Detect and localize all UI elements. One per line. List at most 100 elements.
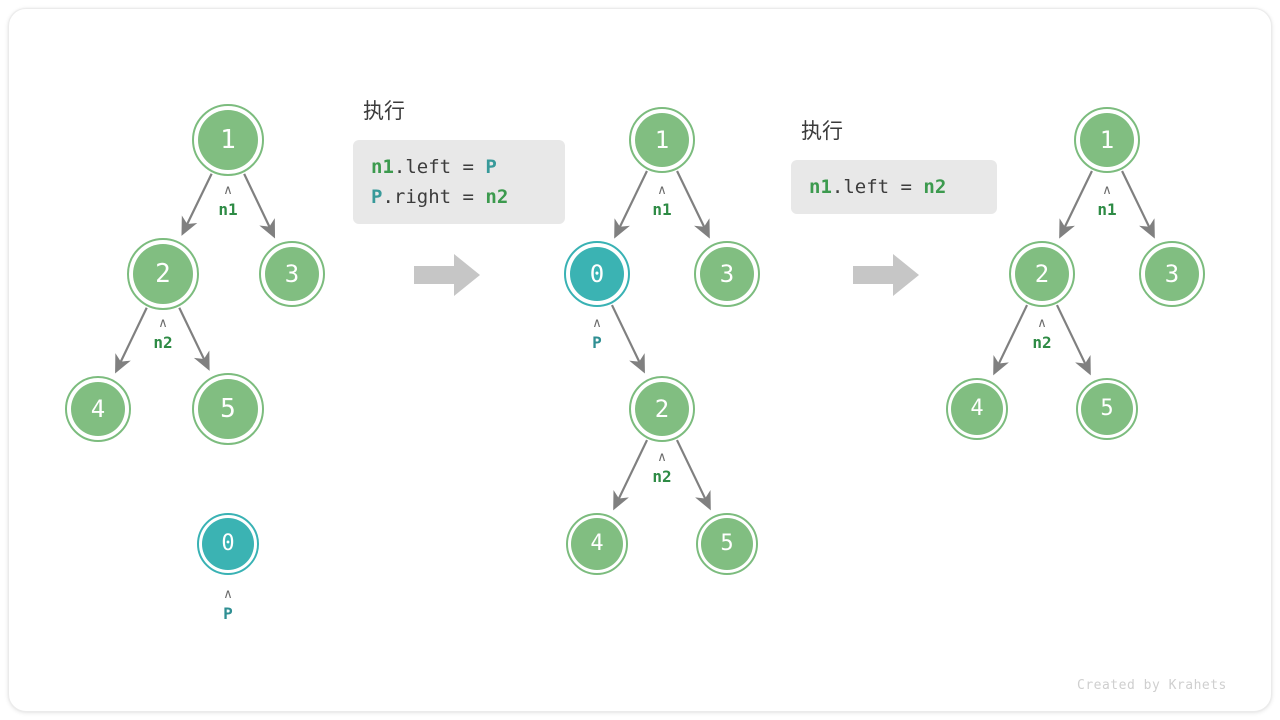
caret-icon: ∧ [1037,316,1047,331]
pointer-label-n1: ∧ n1 [1067,183,1147,220]
node-ring [564,241,630,307]
tree-node-1[interactable]: 1 [1074,107,1140,173]
node-disc [202,518,254,570]
node-ring [65,376,131,442]
caret-icon: ∧ [592,316,602,331]
caret-icon: ∧ [158,316,168,331]
node-value: 3 [1164,260,1180,288]
node-ring [946,378,1008,440]
node-disc [1080,113,1134,167]
tree-node-3[interactable]: 3 [694,241,760,307]
tree-node-4[interactable]: 4 [65,376,131,442]
node-value: 4 [970,396,984,421]
tree-node-4[interactable]: 4 [566,513,628,575]
node-disc [198,379,258,439]
code-token: n1 [371,156,394,178]
tree-node-3[interactable]: 3 [1139,241,1205,307]
caret-icon: ∧ [223,587,233,602]
node-value: 2 [1034,260,1050,288]
node-disc [265,247,319,301]
node-value: 3 [284,260,300,288]
pointer-name: n2 [652,467,672,486]
node-ring [1076,378,1138,440]
transition-arrow-1 [414,252,480,298]
code-token: n1 [809,176,832,198]
node-disc [570,247,624,301]
code-token: .right = [382,186,486,208]
node-value: 1 [654,126,670,154]
tree-node-0[interactable]: 0 [564,241,630,307]
pointer-label-n2: ∧ n2 [123,316,203,353]
right-arrow-icon [414,254,480,296]
code-token: .left = [831,176,924,198]
node-disc [1145,247,1199,301]
tree-node-3[interactable]: 3 [259,241,325,307]
code-token: n2 [485,186,509,208]
node-value: 5 [220,394,236,424]
node-ring [197,513,259,575]
node-disc [1081,383,1133,435]
node-value: 1 [1099,126,1115,154]
node-value: 5 [720,531,734,556]
node-value: 1 [220,125,236,155]
pointer-label-n2: ∧n2 [1002,316,1082,353]
node-disc [71,382,125,436]
node-ring [127,238,199,310]
tree-node-5[interactable]: 5 [696,513,758,575]
transition-arrow-2 [853,252,919,298]
node-disc [700,247,754,301]
pointer-name: P [223,604,233,623]
tree-node-5[interactable]: 5 [192,373,264,445]
pointer-name: n2 [153,333,173,352]
tree-node-4[interactable]: 4 [946,378,1008,440]
pointer-label-n1: ∧n1 [622,184,702,220]
pointer-label-n2: ∧ n2 [622,450,702,487]
node-disc [951,383,1003,435]
caret-icon: ∧ [1102,183,1112,198]
node-disc [701,518,753,570]
code-token: P [485,156,497,178]
right-arrow-icon [853,254,919,296]
pointer-label-P: ∧P [188,587,268,624]
node-ring [566,513,628,575]
tree-node-1[interactable]: 1 [629,107,695,173]
code-token: P [371,186,383,208]
node-value: 4 [90,395,106,423]
node-value: 5 [1100,396,1114,421]
node-ring [696,513,758,575]
node-disc [133,244,193,304]
pointer-label-P: ∧P [557,316,637,353]
node-value: 2 [155,259,171,289]
caret-icon: ∧ [657,450,667,465]
code-block: n1.left = n2 [791,160,997,214]
exec-caption: 执行 [801,119,843,143]
node-disc [635,113,689,167]
node-value: 0 [221,531,235,556]
node-ring [629,376,695,442]
node-ring [1009,241,1075,307]
node-ring [629,107,695,173]
node-value: 0 [589,260,605,288]
caret-icon: ∧ [223,183,233,198]
node-disc [571,518,623,570]
tree-node-2[interactable]: 2 [127,238,199,310]
tree-node-2[interactable]: 2 [629,376,695,442]
node-ring [192,104,264,176]
code-token: n2 [923,176,947,198]
pointer-name: n1 [218,200,238,219]
credit-text: Created by Krahets [1077,678,1227,693]
pointer-name: P [592,333,602,352]
code-line: n1.left = P [371,152,547,182]
node-value: 4 [590,531,604,556]
tree-node-0[interactable]: 0 [197,513,259,575]
pointer-name: n1 [652,200,672,219]
node-ring [694,241,760,307]
tree-node-5[interactable]: 5 [1076,378,1138,440]
tree-node-2[interactable]: 2 [1009,241,1075,307]
code-line: n1.left = n2 [809,172,979,202]
tree-node-1[interactable]: 1 [192,104,264,176]
code-token: .left = [393,156,486,178]
pointer-name: n1 [1097,200,1117,219]
